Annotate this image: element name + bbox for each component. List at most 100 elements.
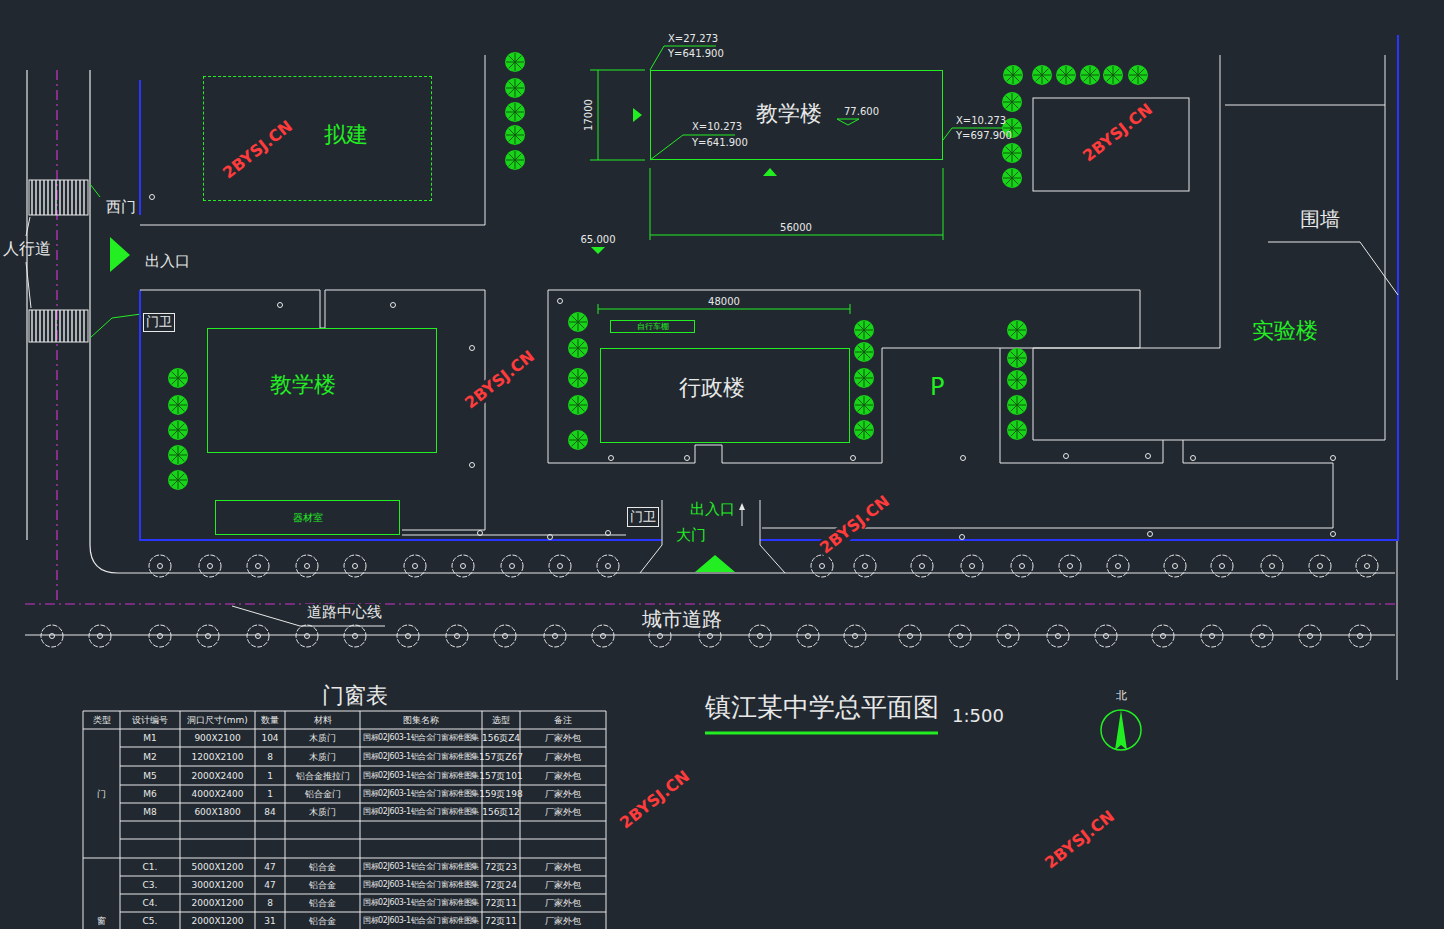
table-cell: C5.	[143, 916, 158, 926]
tree-branch	[515, 103, 516, 112]
tree-branch	[569, 322, 578, 323]
tree-branch	[864, 330, 870, 336]
tree-branch	[864, 372, 870, 378]
table-cell: 铝合金	[309, 880, 336, 890]
tree-branch	[1017, 330, 1018, 339]
tree-crown	[1152, 625, 1174, 647]
tree-crown	[1107, 555, 1129, 577]
tree-branch	[572, 399, 578, 405]
table-cell: 600X1800	[194, 807, 240, 817]
tree-crown	[168, 368, 188, 388]
crosswalk-stripe	[71, 180, 72, 215]
street-tree	[899, 625, 921, 647]
tree-branch	[178, 378, 184, 384]
tree-branch	[578, 348, 579, 357]
elevation-value: 65.000	[581, 234, 616, 246]
tree-branch	[1084, 69, 1090, 75]
tree-crown	[797, 625, 819, 647]
tree-branch	[855, 352, 864, 353]
street-tree	[247, 555, 269, 577]
table-cell: 5000X1200	[192, 862, 244, 872]
tree-branch	[864, 405, 865, 414]
crosswalk-stripe	[79, 180, 80, 215]
site-line	[1385, 55, 1386, 105]
crosswalk-stripe	[67, 180, 68, 215]
tree-branch	[1006, 153, 1012, 159]
tree-branch	[1017, 324, 1023, 330]
site-boundary	[139, 80, 141, 215]
tree-crown	[592, 625, 614, 647]
watermark: 2BYSJ.CN	[815, 491, 895, 559]
tree-crown	[854, 320, 874, 340]
tree-branch	[515, 135, 521, 141]
tree-symbol	[854, 395, 874, 415]
tree-crown	[568, 395, 588, 415]
lamp-marker	[1191, 456, 1196, 461]
tree-branch	[178, 449, 184, 455]
tree-crown	[404, 555, 426, 577]
tree-crown	[168, 445, 188, 465]
tree-branch	[1006, 147, 1012, 153]
table-cell: 1200X2100	[192, 751, 244, 761]
road-label: 道路中心线	[305, 604, 384, 621]
tree-branch	[858, 424, 864, 430]
tree-branch	[515, 135, 516, 144]
tree-branch	[178, 474, 184, 480]
tree-crown	[1002, 143, 1022, 163]
table-cell: 厂家外包	[545, 770, 581, 780]
crosswalk-stripe	[47, 180, 48, 215]
tree-branch	[1107, 69, 1113, 75]
table-cell: 156页12	[482, 807, 520, 817]
tree-branch	[509, 56, 515, 62]
table-rule	[180, 711, 181, 929]
table-cell: 3000X1200	[192, 880, 244, 890]
site-line	[402, 535, 626, 536]
table-cell: 数量	[261, 715, 279, 725]
crosswalk-stripe	[43, 310, 44, 342]
crosswalk-stripe	[63, 180, 64, 215]
street-tree	[961, 555, 983, 577]
tree-branch	[855, 430, 864, 431]
tree-branch	[1113, 75, 1119, 81]
tree-crown	[296, 555, 318, 577]
north-needle	[1115, 710, 1127, 750]
crosswalk-stripe	[79, 310, 80, 342]
tree-trunk	[1270, 564, 1275, 569]
street-tree	[344, 555, 366, 577]
elevation-marker	[837, 119, 859, 125]
tree-symbol	[854, 368, 874, 388]
coordinate: X=27.273	[668, 33, 718, 45]
tree-branch	[578, 322, 579, 331]
tree-symbol	[1032, 65, 1052, 85]
building-name: 拟建	[324, 122, 368, 147]
tree-branch	[1013, 75, 1019, 81]
table-cell: 1	[267, 770, 273, 780]
crosswalk-stripe	[55, 310, 56, 342]
tree-branch	[1042, 66, 1043, 75]
tree-branch	[1138, 75, 1139, 84]
tree-branch	[509, 62, 515, 68]
tree-branch	[1006, 178, 1012, 184]
coordinate: Y=641.900	[692, 137, 748, 149]
tree-crown	[247, 555, 269, 577]
site-boundary	[140, 290, 662, 540]
table-cell: 157页101	[479, 770, 522, 780]
north-label: 北	[1116, 690, 1127, 703]
tree-branch	[515, 126, 516, 135]
tree-trunk	[708, 634, 713, 639]
tree-branch	[515, 106, 521, 112]
tree-branch	[178, 480, 179, 489]
tree-branch	[572, 316, 578, 322]
table-cell: 类型	[93, 715, 111, 725]
tree-branch	[515, 62, 524, 63]
lamp-marker	[685, 456, 690, 461]
table-cell: 157页Z67	[479, 751, 523, 761]
tree-trunk	[461, 564, 466, 569]
tree-branch	[1006, 96, 1012, 102]
tree-crown	[854, 420, 874, 440]
tree-branch	[515, 160, 524, 161]
site-line	[1000, 348, 1163, 463]
tree-branch	[572, 342, 578, 348]
tree-branch	[572, 405, 578, 411]
watermark: 2BYSJ.CN	[1040, 806, 1120, 874]
